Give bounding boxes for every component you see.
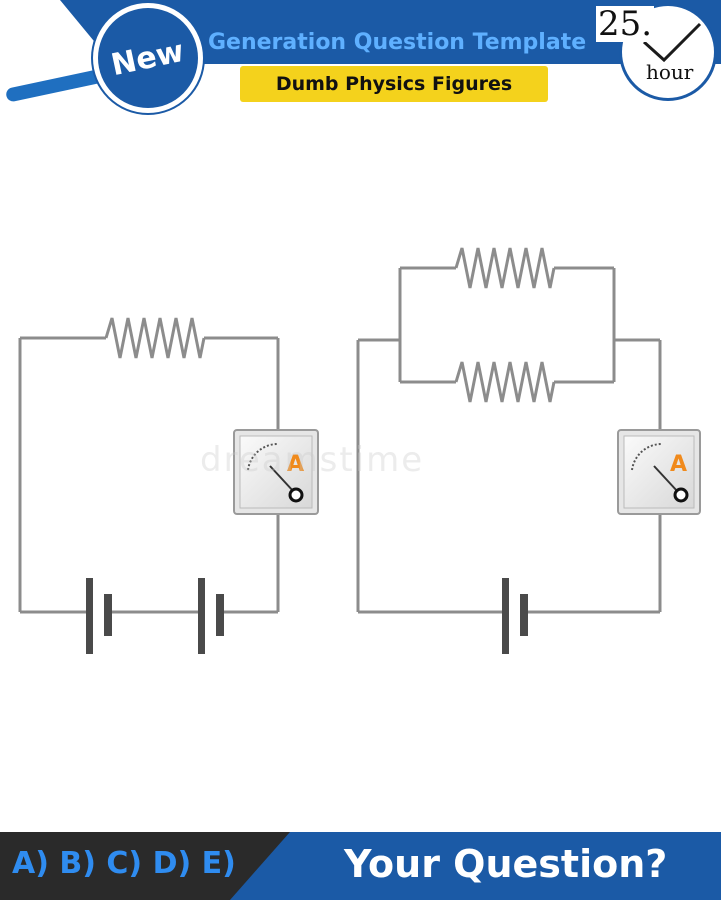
left-circuit <box>18 336 280 614</box>
battery-icon <box>198 578 224 654</box>
subtitle-banner: Dumb Physics Figures <box>240 66 548 102</box>
page-title: Generation Question Template <box>208 30 587 55</box>
answer-options: A) B) C) D) E) <box>12 846 236 881</box>
battery-icon <box>86 578 112 654</box>
watermark: dreamstime <box>200 440 425 480</box>
ammeter-label: A <box>287 452 304 477</box>
question-prompt: Your Question? <box>344 842 668 886</box>
checkmark-icon <box>642 22 702 63</box>
ammeter-icon: A <box>233 429 319 515</box>
battery-icon <box>502 578 528 654</box>
resistor-icon <box>104 317 206 359</box>
right-circuit <box>356 266 662 614</box>
clock-number: 25. <box>596 4 655 44</box>
resistor-icon <box>454 361 556 403</box>
footer-right-panel <box>230 832 721 900</box>
clock-unit: hour <box>646 60 694 84</box>
resistor-icon <box>454 247 556 289</box>
ammeter-icon: A <box>617 429 701 515</box>
ammeter-label: A <box>670 452 687 477</box>
new-badge: New <box>98 8 198 108</box>
circuit-diagrams: A A <box>18 247 701 654</box>
